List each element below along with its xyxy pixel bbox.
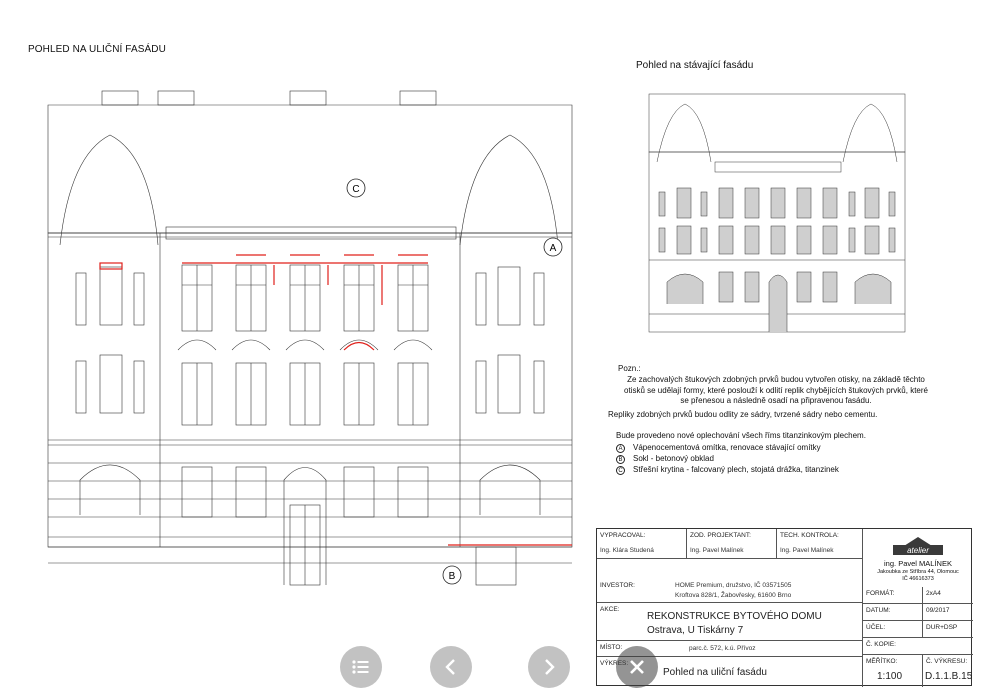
notes-legend: A Vápenocementová omítka, renovace stáva… <box>616 443 839 476</box>
cell-format: 2xA4 <box>923 587 973 604</box>
cell-datum: 09/2017 <box>923 604 973 621</box>
cell-meritko: MĚŘÍTKO: 1:100 <box>863 655 923 687</box>
close-button[interactable] <box>616 646 658 688</box>
legend-text: Sokl - betonový obklad <box>633 454 714 464</box>
list-button[interactable] <box>340 646 382 688</box>
cell-format-label: FORMÁT: <box>863 587 923 604</box>
legend-mark: B <box>616 455 625 464</box>
cell-misto: MÍSTO: parc.č. 572, k.ú. Přívoz <box>597 641 863 657</box>
notes-paragraph-3: Bude provedeno nové oplechování všech ří… <box>616 431 866 440</box>
cell-cislo-vykresu: Č. VÝKRESU: D.1.1.B.15 <box>925 658 973 682</box>
title-block: VYPRACOVAL: Ing. Klára Studená ZOD. PROJ… <box>596 528 973 687</box>
notes-heading: Pozn.: <box>618 364 641 373</box>
cell-kopie: Č. KOPIE: <box>863 638 973 655</box>
atelier-logo-icon: atelier <box>893 537 943 555</box>
list-icon <box>352 660 369 674</box>
logo-text: atelier <box>907 546 929 555</box>
chevron-left-icon <box>445 659 455 675</box>
cell-zod-projektant: ZOD. PROJEKTANT: Ing. Pavel Malínek <box>687 529 777 559</box>
firm-address: Jakoubka ze Stříbra 44, Olomouc IČ 46616… <box>877 569 959 582</box>
chevron-right-icon <box>545 659 555 675</box>
marker-a: A <box>550 243 557 254</box>
cell-investor: INVESTOR: HOME Premium, družstvo, IČ 035… <box>597 579 863 603</box>
legend-item-b: B Sokl - betonový obklad <box>616 454 839 465</box>
legend-mark: C <box>616 466 625 475</box>
marker-c: C <box>352 184 359 195</box>
previous-button[interactable] <box>430 646 472 688</box>
legend-text: Střešní krytina - falcovaný plech, stoja… <box>633 465 839 475</box>
legend-mark: A <box>616 444 625 453</box>
legend-text: Vápenocementová omítka, renovace stávají… <box>633 443 821 453</box>
cell-datum-label: DATUM: <box>863 604 923 621</box>
main-facade-drawing: C A B <box>47 90 573 586</box>
existing-facade-drawing <box>648 93 906 333</box>
legend-item-a: A Vápenocementová omítka, renovace stáva… <box>616 443 839 454</box>
firm-name: ing. Pavel MALÍNEK <box>884 559 952 568</box>
firm-logo: atelier ing. Pavel MALÍNEK Jakoubka ze S… <box>863 529 973 587</box>
close-icon <box>630 660 644 674</box>
marker-b: B <box>449 571 456 582</box>
existing-facade-title: Pohled na stávající fasádu <box>636 60 754 71</box>
cell-vykres: VÝKRES: Pohled na uliční fasádu <box>597 657 863 687</box>
cell-tech-kontrola: TECH. KONTROLA: Ing. Pavel Malínek <box>777 529 863 559</box>
notes-paragraph-2: Repliky zdobných prvků budou odlity ze s… <box>608 410 878 419</box>
cell-akce: AKCE: REKONSTRUKCE BYTOVÉHO DOMU Ostrava… <box>597 603 863 641</box>
next-button[interactable] <box>528 646 570 688</box>
cell-vypracoval: VYPRACOVAL: Ing. Klára Studená <box>597 529 687 559</box>
cell-ucel: DUR+DSP <box>923 621 973 638</box>
notes-paragraph-1: Ze zachovalých štukových zdobných prvků … <box>624 375 928 405</box>
cell-ucel-label: ÚČEL: <box>863 621 923 638</box>
main-facade-title: POHLED NA ULIČNÍ FASÁDU <box>28 44 166 55</box>
legend-item-c: C Střešní krytina - falcovaný plech, sto… <box>616 465 839 476</box>
